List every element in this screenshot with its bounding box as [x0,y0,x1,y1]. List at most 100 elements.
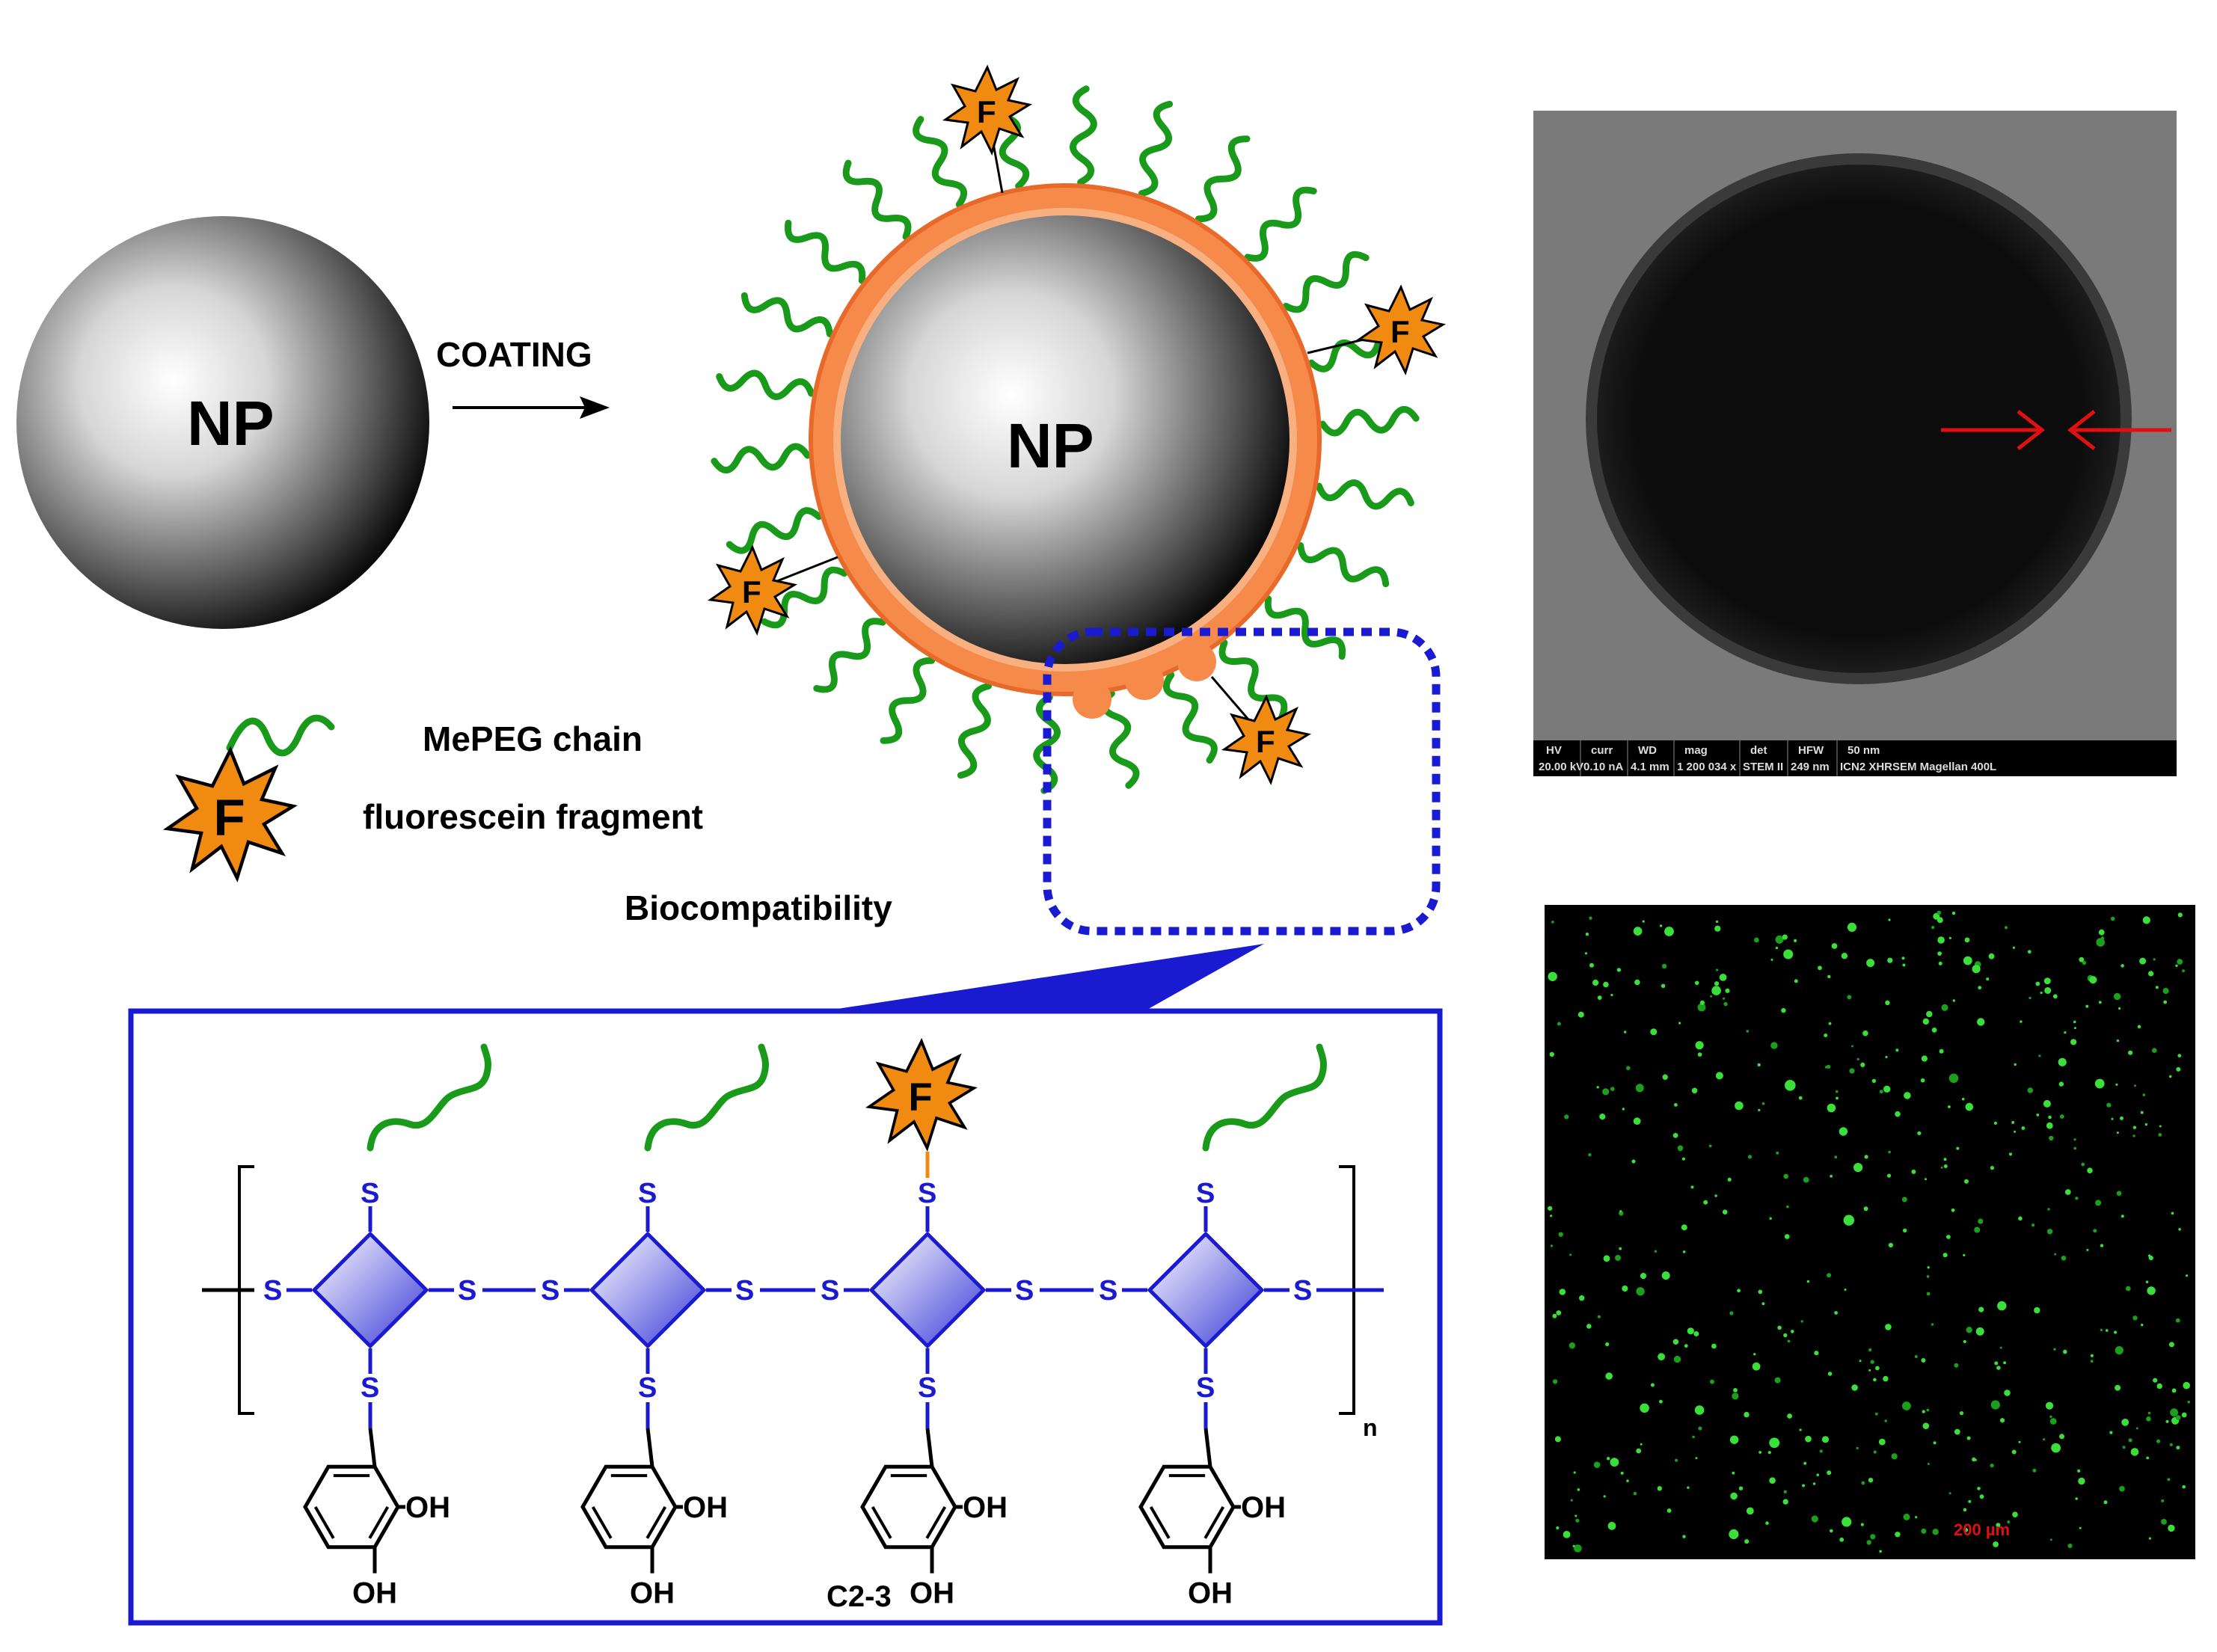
fluorescent-spot [2170,1408,2179,1417]
fluorescent-spot [1922,1422,1930,1429]
fluorescent-spot [1878,1438,1886,1446]
fluorescent-spot [1634,979,1640,986]
fluorescent-spot [1619,1247,1622,1250]
fluorescent-spot [2045,1401,2054,1410]
coated-nanoparticle: NP [809,183,1322,719]
fluorescent-spot [1895,1111,1901,1117]
fluorescent-spot [1885,1055,1888,1059]
fluorescent-spot [1552,1379,1558,1384]
fluorescent-spot [1839,1127,1848,1136]
fluorescent-spot [1836,1090,1839,1093]
star-letter: F [742,574,761,609]
fluorescent-spot [2175,1415,2181,1420]
fluorescent-spot [2048,1115,2052,1120]
fluorescent-spot [1784,1234,1790,1239]
fluorescent-spot [2182,969,2186,972]
fluorescent-spot [2146,1456,2150,1460]
fluorescent-spot [1917,1131,1922,1135]
fluorescent-spot [1866,959,1875,968]
fluorescent-spot [1586,1324,1592,1329]
hydroxyl-label: OH [405,1491,450,1524]
fluorescent-spot [1864,1155,1868,1159]
fluorescent-spot [1723,997,1726,1000]
mepeg-chain [1033,693,1061,794]
fluorescent-spot [1783,949,1794,959]
fluorescent-spot [2121,1419,2129,1426]
fluorescent-spot [1640,1403,1649,1413]
fluorescent-spot [1783,1333,1788,1338]
fluorescent-spot [2106,1329,2109,1332]
fluorescent-spot [1626,1479,1629,1482]
fluorescent-spot [2032,1468,2037,1473]
fluorescent-spot [2032,1223,2035,1227]
fluorescent-spot [1974,1226,1981,1233]
fluorescent-spot [2014,1130,2017,1133]
fluorescent-spot [1951,911,1956,915]
metal-center [868,1231,987,1349]
sem-bar-value: 20.00 kV [1539,761,1583,773]
fluorescent-spot [1966,1327,1972,1333]
fluorescent-spot [1677,1145,1684,1152]
sem-bar-header: curr [1591,744,1613,757]
fluorescent-spot [1952,999,1955,1002]
fluorescent-spot [2178,1228,2181,1231]
fluorescent-spot [1785,1080,1796,1091]
fluorescent-spot [1619,1210,1622,1213]
fluorescent-spot [2161,1499,2165,1502]
fluorescent-spot [1783,1490,1787,1494]
fluorescent-spot [2113,992,2121,1001]
fluorescent-spot [2148,971,2154,977]
fluorescent-spot [1577,1011,1584,1018]
fluorescent-spot [1879,1550,1882,1553]
fluorescent-spot [1963,1253,1966,1256]
fluorescent-spot [1682,1250,1686,1253]
fluorescent-spot [2100,1244,2104,1247]
fluorescent-spot [2029,996,2032,1000]
fluorescent-spot [1715,1072,1723,1080]
fluorescent-spot [1920,1078,1925,1083]
fluorescent-spot [1714,1194,1717,1197]
fluorescent-spot [1631,1159,1636,1164]
fluorescent-spot [1824,1066,1828,1069]
fluorescent-spot [1870,1534,1876,1540]
fluorescent-spot [1770,958,1773,961]
fluorescent-spot [1904,1092,1911,1099]
fluorescent-spot [1803,1176,1809,1183]
fluorescent-spot [1596,1086,1599,1089]
fluorescent-spot [2027,1087,2034,1093]
sulfur-atom: S [361,1372,379,1404]
fluorescent-spot [1873,1378,1877,1382]
fluorescent-spot [2126,1286,2131,1292]
fluorescent-spot [1757,1063,1761,1067]
fluorescent-spot [1633,927,1643,936]
sem-bar-header: HFW [1798,744,1824,757]
fluorescent-spot [2075,1497,2078,1500]
fluorescent-spot [1694,980,1699,986]
fluorescent-spot [1695,1457,1698,1460]
fluorescent-spot [1933,1441,1937,1445]
fluorescent-spot [1776,1151,1779,1155]
fluorescent-spot [1948,1073,1959,1084]
fluorescent-spot [2064,1189,2071,1195]
zoom-callout [823,944,1264,1011]
fluorescent-spot [1888,1150,1891,1154]
fluorescent-spot [1657,1486,1662,1491]
sem-bar-value: STEM II [1743,761,1783,773]
fluorescent-spot [2094,1078,2105,1089]
fluorescent-spot [1610,993,1613,997]
sem-bar-header: det [1750,744,1767,757]
fluorescent-spot [1994,1361,1999,1366]
mepeg-chain [957,682,992,779]
fluorescent-spot [1574,1544,1582,1553]
fluorescent-spot [1711,1343,1717,1349]
fluorescent-spot [1993,1541,1999,1547]
fluorescent-spot [1730,1492,1738,1500]
fluorescent-spot [2085,1004,2089,1008]
fluorescent-spot [1977,1018,1985,1026]
sulfur-atom: S [1293,1275,1312,1306]
fluorescent-spot [1574,1514,1577,1517]
fluorescent-spot [2100,936,2105,940]
fluorescent-spot [2168,1342,2174,1348]
fluorescent-spot [1548,1206,1553,1211]
